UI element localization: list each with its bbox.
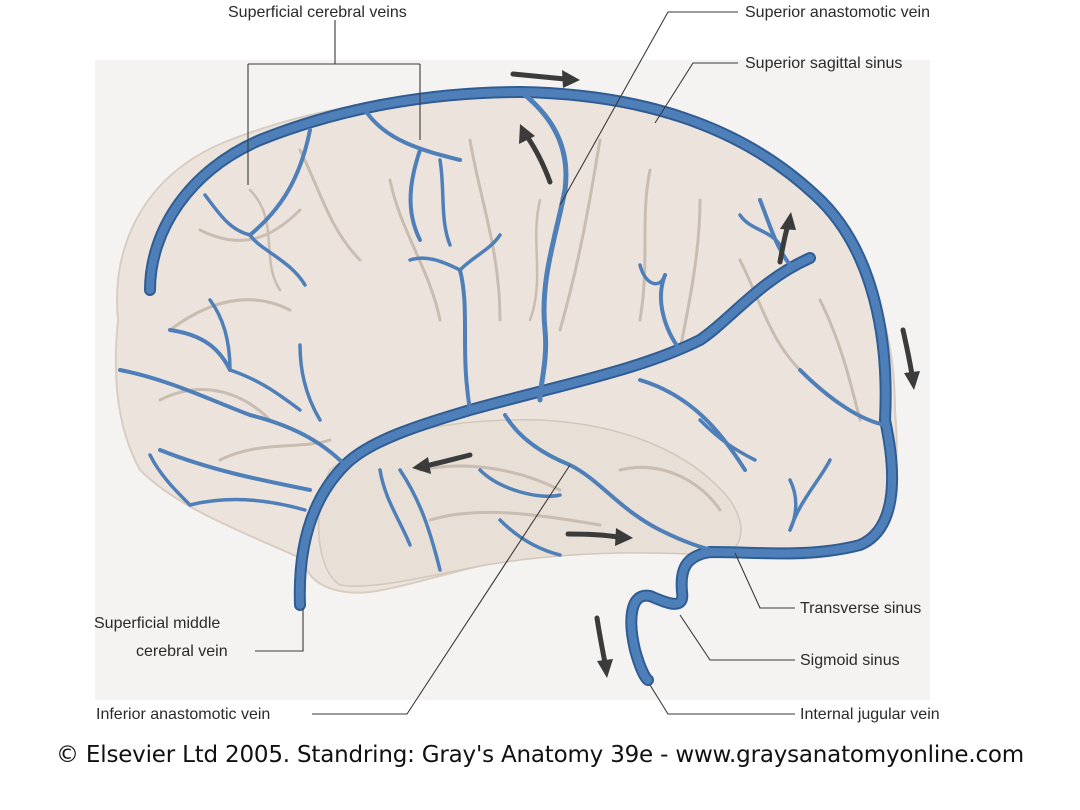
- label-superficial-cerebral-veins: Superficial cerebral veins: [228, 4, 407, 21]
- flow-arrow-icon: [510, 70, 580, 88]
- label-superficial-middle-cerebral-vein-line2: cerebral vein: [136, 643, 228, 660]
- label-superior-anastomotic-vein: Superior anastomotic vein: [745, 4, 930, 21]
- label-superficial-middle-cerebral-vein-line1: Superficial middle: [94, 615, 220, 632]
- label-transverse-sinus: Transverse sinus: [800, 600, 921, 617]
- label-sigmoid-sinus: Sigmoid sinus: [800, 652, 900, 669]
- flow-arrow-icon: [565, 528, 633, 546]
- flow-arrow-icon: [777, 212, 796, 265]
- flow-arrow-icon: [594, 615, 613, 678]
- leader-lines: [247, 11, 795, 715]
- superior-anastomotic-vein-vessel: [522, 92, 569, 403]
- superior-sagittal-sinus-vessel: [146, 88, 890, 424]
- transverse-sigmoid-sinus-vessel: [627, 416, 896, 684]
- sulci: [158, 138, 862, 527]
- flow-arrow-icon: [900, 327, 920, 390]
- veins: [118, 88, 896, 684]
- flow-arrow-icon: [412, 452, 473, 474]
- inferior-anastomotic-vein-vessel: [503, 413, 722, 554]
- flow-arrows: [412, 70, 920, 678]
- flow-arrow-icon: [519, 124, 553, 185]
- copyright-notice: © Elsevier Ltd 2005. Standring: Gray's A…: [56, 742, 1024, 768]
- labels: Superficial cerebral veins Superior anas…: [94, 4, 940, 723]
- cerebral-veins-diagram: Superficial cerebral veins Superior anas…: [94, 4, 940, 723]
- superficial-middle-cerebral-vein-vessel: [295, 254, 814, 609]
- label-internal-jugular-vein: Internal jugular vein: [800, 706, 940, 723]
- label-inferior-anastomotic-vein: Inferior anastomotic vein: [96, 706, 270, 723]
- label-superior-sagittal-sinus: Superior sagittal sinus: [745, 55, 902, 72]
